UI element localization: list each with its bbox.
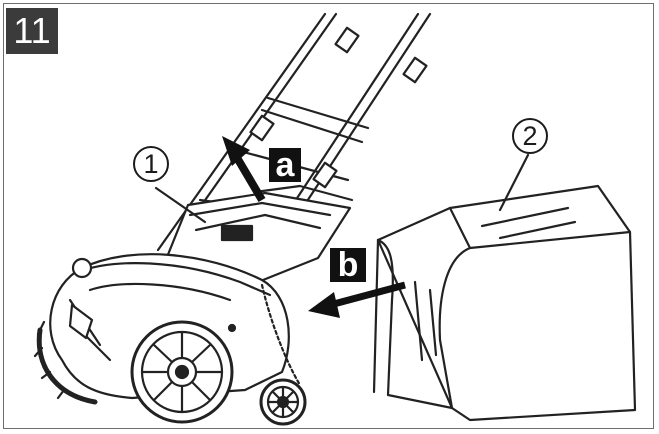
callout-2-leader: [498, 153, 530, 212]
arrow-b: [308, 281, 406, 318]
callout-1-leader: [154, 186, 207, 224]
front-wheel: [130, 320, 234, 424]
bag-frame-guide: [260, 283, 302, 387]
grass-collection-bag: [372, 184, 637, 422]
step-label-a: a: [269, 148, 301, 182]
figure-number: 11: [6, 8, 58, 54]
step-label-b: b: [330, 248, 366, 282]
callout-2: 2: [512, 118, 548, 154]
rear-wheel: [259, 378, 307, 426]
arrow-a: [222, 136, 266, 203]
callout-1: 1: [133, 146, 169, 182]
